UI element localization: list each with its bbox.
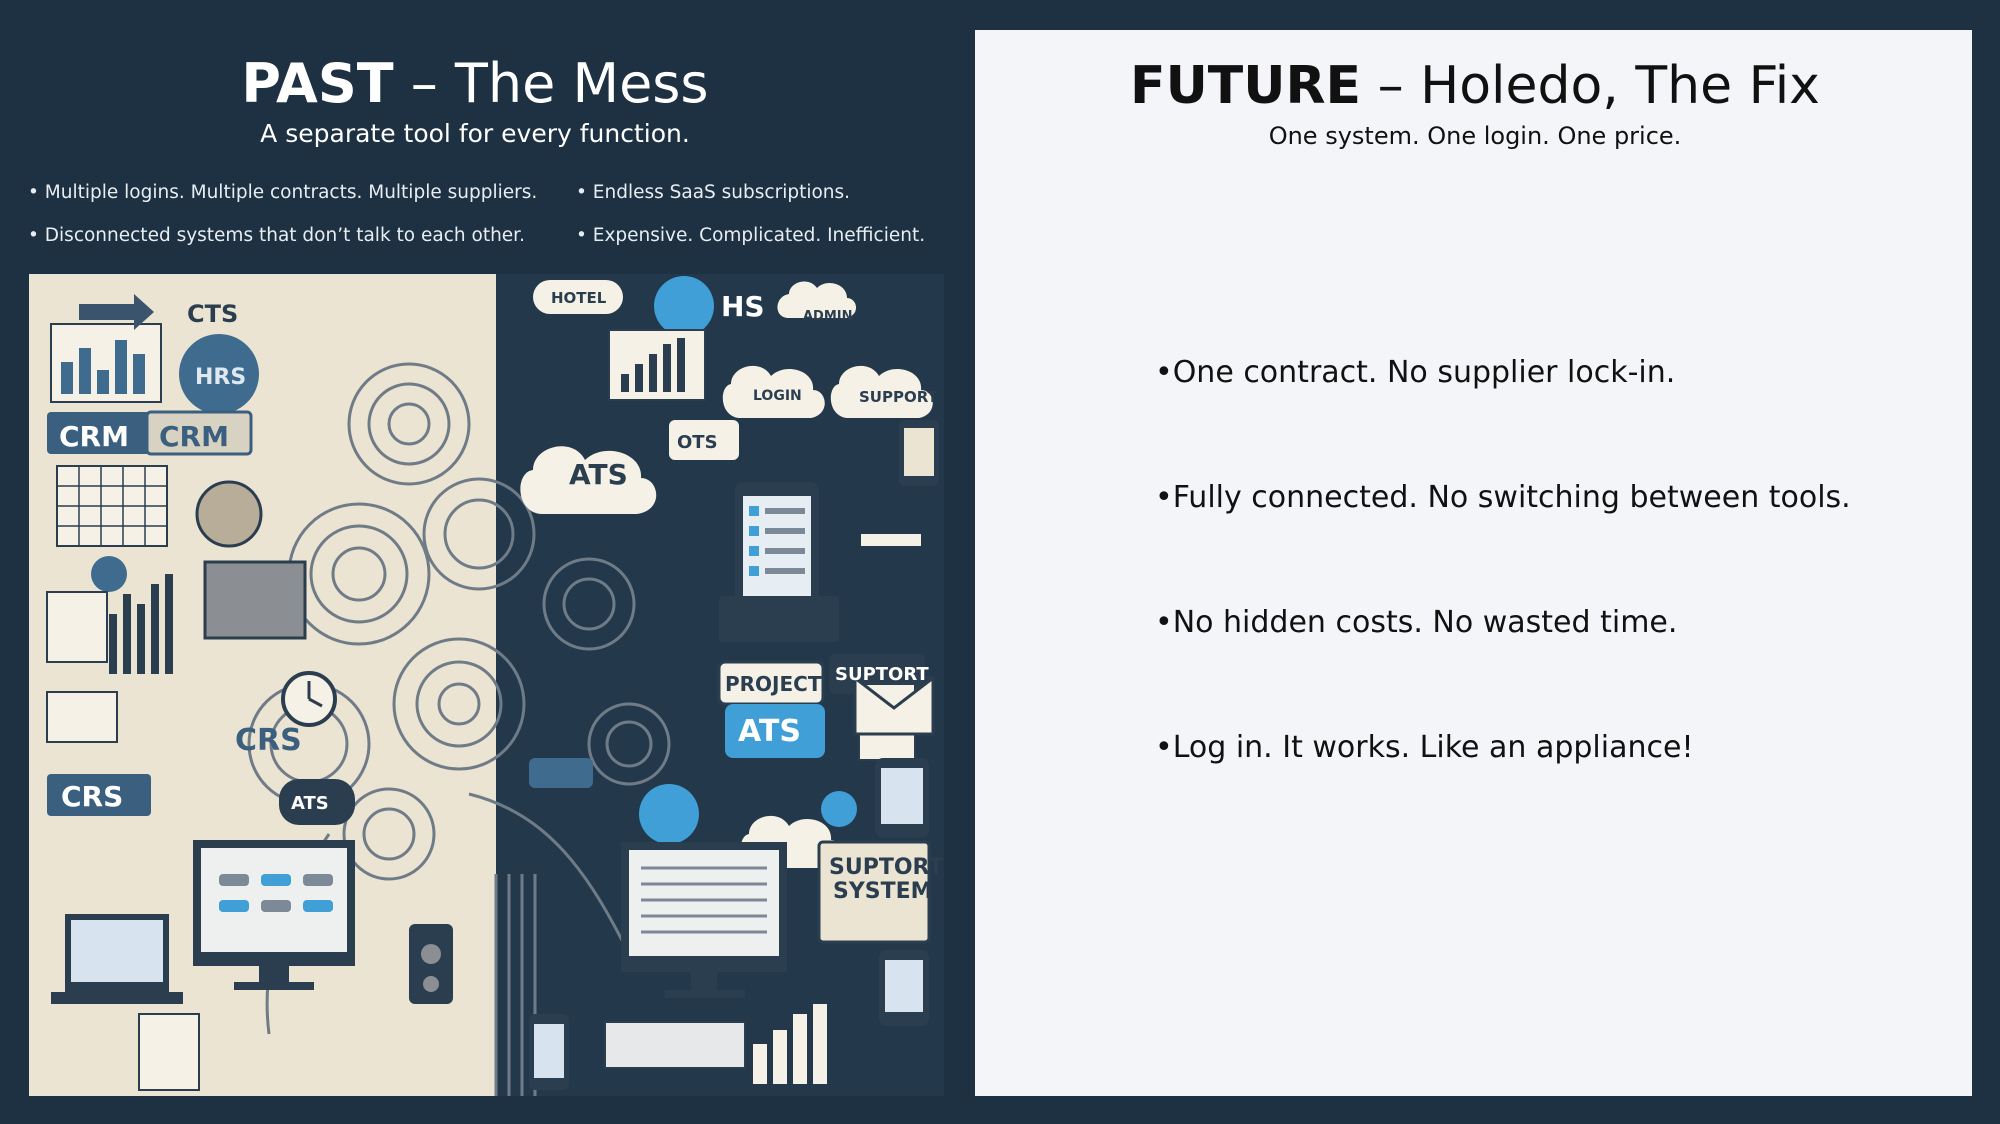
past-title-light: The Mess [454, 52, 709, 115]
label-system: SYSTEM [833, 879, 933, 904]
past-title-dash: – [393, 52, 455, 115]
mess-collage-illustration: CTS HRS CRM CRM CRS CRS ATS ATS ATS HS O… [29, 274, 944, 1096]
label-crm-2: CRM [159, 420, 229, 453]
right-widgets [520, 276, 939, 1090]
label-support-1: SUPPORT [859, 388, 939, 406]
label-hs: HS [721, 290, 765, 323]
past-subtitle: A separate tool for every function. [260, 119, 690, 148]
future-point-2: •Fully connected. No switching between t… [1155, 480, 1851, 515]
future-point-1: •One contract. No supplier lock-in. [1155, 355, 1676, 390]
collage-svg: CTS HRS CRM CRM CRS CRS ATS ATS ATS HS O… [29, 274, 944, 1096]
future-subtitle: One system. One login. One price. [1268, 122, 1682, 150]
label-hrs: HRS [195, 365, 246, 390]
future-point-3: •No hidden costs. No wasted time. [1155, 605, 1678, 640]
label-project: PROJECT [725, 672, 822, 696]
label-crs-2: CRS [61, 780, 123, 813]
future-panel: FUTURE – Holedo, The Fix One system. One… [975, 30, 1972, 1096]
past-title-bold: PAST [241, 52, 394, 115]
future-title-bold: FUTURE [1130, 56, 1362, 116]
label-hotel: HOTEL [551, 289, 607, 307]
label-support-2: SUPTORT [835, 664, 929, 685]
label-admin: ADMIN [803, 309, 853, 324]
past-bullet-2: • Endless SaaS subscriptions. [576, 182, 851, 203]
left-widgets [46, 294, 453, 1091]
label-cts: CTS [187, 300, 238, 328]
future-title: FUTURE – Holedo, The Fix [975, 54, 1975, 118]
future-title-light: Holedo, The Fix [1420, 56, 1820, 116]
label-suptort: SUPTORT [829, 855, 944, 880]
future-title-dash: – [1361, 56, 1421, 116]
label-ats-2: ATS [738, 714, 801, 749]
future-point-4: •Log in. It works. Like an appliance! [1155, 730, 1694, 765]
label-ats-3: ATS [291, 793, 329, 814]
label-ats-1: ATS [569, 458, 628, 491]
label-ots: OTS [677, 432, 718, 453]
past-title: PAST – The Mess [0, 52, 950, 116]
label-crm-1: CRM [59, 420, 129, 453]
past-bullet-4: • Expensive. Complicated. Inefficient. [576, 225, 926, 246]
past-bullet-1: • Multiple logins. Multiple contracts. M… [28, 182, 538, 203]
past-bullet-3: • Disconnected systems that don’t talk t… [28, 225, 525, 246]
label-crs-1: CRS [235, 723, 302, 758]
label-login: LOGIN [753, 388, 802, 404]
